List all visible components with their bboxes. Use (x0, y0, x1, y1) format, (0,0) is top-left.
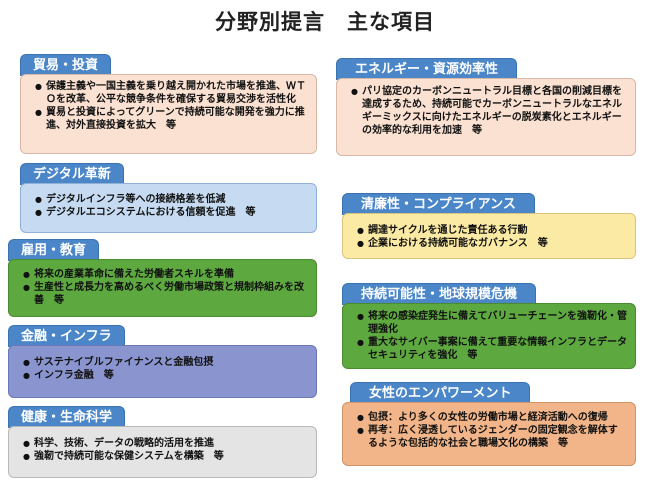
card-trade-body: 保護主義や一国主義を乗り越え開かれた市場を推進、ＷＴＯを改革、公平な競争条件を確… (20, 74, 317, 154)
list-item: 貿易と投資によってグリーンで持続可能な開発を強力に推進、対外直接投資を拡大 等 (35, 106, 308, 132)
card-employment-body: 将来の産業革命に備えた労働者スキルを準備 生産性と成長力を高めるべく労働市場政策… (8, 259, 317, 317)
list-item: 科学、技術、データの戦略的活用を推進 (23, 437, 308, 450)
card-women-body: 包摂：より多くの女性の労働市場と経済活動への復帰 再考：広く浸透しているジェンダ… (342, 402, 636, 466)
list-item: 強靭で持続可能な保健システムを構築 等 (23, 450, 308, 463)
card-health: 健康・生命科学 科学、技術、データの戦略的活用を推進 強靭で持続可能な保健システ… (8, 406, 317, 478)
card-trade-label: 貿易・投資 (20, 54, 112, 76)
list-item: パリ協定のカーボンニュートラル目標と各国の削減目標を達成するため、持続可能でカー… (351, 85, 627, 137)
card-health-label: 健康・生命科学 (8, 406, 126, 428)
list-item: サステナイブルファイナンスと金融包摂 (23, 356, 308, 369)
card-finance: 金融・インフラ サステナイブルファイナンスと金融包摂 インフラ金融 等 (8, 325, 317, 398)
card-women: 女性のエンパワーメント 包摂：より多くの女性の労働市場と経済活動への復帰 再考：… (342, 382, 636, 466)
card-employment-label: 雇用・教育 (8, 239, 100, 261)
card-finance-body: サステナイブルファイナンスと金融包摂 インフラ金融 等 (8, 345, 317, 398)
card-integrity-label: 清廉性・コンプライアンス (342, 193, 535, 215)
list-item: デジタルインフラ等への接続格差を低減 (35, 193, 308, 206)
list-item: 企業における持続可能なガバナンス 等 (357, 237, 627, 250)
list-item: 将来の感染症発生に備えてバリューチェーンを強靭化・管理強化 (357, 310, 627, 336)
card-digital-body: デジタルインフラ等への接続格差を低減 デジタルエコシステムにおける信頼を促進 等 (20, 183, 317, 233)
card-sustainability-label: 持続可能性・地球規模危機 (342, 283, 537, 305)
card-employment: 雇用・教育 将来の産業革命に備えた労働者スキルを準備 生産性と成長力を高めるべく… (8, 239, 317, 317)
card-digital-label: デジタル革新 (20, 163, 124, 185)
card-integrity: 清廉性・コンプライアンス 調達サイクルを通じた責任ある行動 企業における持続可能… (342, 193, 636, 259)
list-item: 保護主義や一国主義を乗り越え開かれた市場を推進、ＷＴＯを改革、公平な競争条件を確… (35, 80, 308, 106)
card-sustainability-body: 将来の感染症発生に備えてバリューチェーンを強靭化・管理強化 重大なサイバー事案に… (342, 303, 636, 369)
card-energy-label: エネルギー・資源効率性 (336, 58, 518, 80)
card-sustainability: 持続可能性・地球規模危機 将来の感染症発生に備えてバリューチェーンを強靭化・管理… (342, 283, 636, 369)
list-item: 包摂：より多くの女性の労働市場と経済活動への復帰 (357, 411, 627, 424)
card-trade: 貿易・投資 保護主義や一国主義を乗り越え開かれた市場を推進、ＷＴＯを改革、公平な… (20, 54, 317, 154)
card-energy-body: パリ協定のカーボンニュートラル目標と各国の削減目標を達成するため、持続可能でカー… (336, 78, 636, 156)
card-integrity-body: 調達サイクルを通じた責任ある行動 企業における持続可能なガバナンス 等 (342, 213, 636, 259)
list-item: インフラ金融 等 (23, 369, 308, 382)
list-item: デジタルエコシステムにおける信頼を促進 等 (35, 206, 308, 219)
list-item: 重大なサイバー事案に備えて重要な情報インフラとデータセキュリティを強化 等 (357, 336, 627, 362)
list-item: 調達サイクルを通じた責任ある行動 (357, 224, 627, 237)
list-item: 将来の産業革命に備えた労働者スキルを準備 (23, 268, 308, 281)
list-item: 再考：広く浸透しているジェンダーの固定観念を解体するような包括的な社会と職場文化… (357, 424, 627, 450)
card-finance-label: 金融・インフラ (8, 325, 125, 347)
page-title: 分野別提言 主な項目 (215, 10, 435, 34)
card-health-body: 科学、技術、データの戦略的活用を推進 強靭で持続可能な保健システムを構築 等 (8, 426, 317, 478)
card-women-label: 女性のエンパワーメント (350, 382, 531, 404)
card-digital: デジタル革新 デジタルインフラ等への接続格差を低減 デジタルエコシステムにおける… (20, 163, 317, 233)
list-item: 生産性と成長力を高めるべく労働市場政策と規制枠組みを改善 等 (23, 281, 308, 307)
card-energy: エネルギー・資源効率性 パリ協定のカーボンニュートラル目標と各国の削減目標を達成… (336, 58, 636, 156)
